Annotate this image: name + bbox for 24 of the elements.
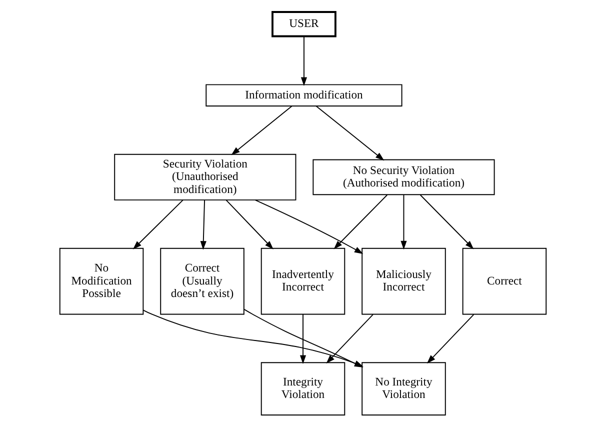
- arrow: [300, 36, 308, 86]
- node-box: Information modification: [206, 84, 402, 106]
- arrow: [200, 200, 206, 250]
- node-box: No Integrity Violation: [362, 362, 446, 416]
- node-box: Correct: [462, 248, 547, 315]
- arrow: [316, 106, 384, 161]
- node-box: Maliciously Incorrect: [362, 248, 446, 315]
- node-box: USER: [272, 11, 336, 38]
- arrow: [426, 314, 474, 364]
- arrow: [326, 314, 374, 364]
- arrow: [231, 106, 292, 156]
- arrow: [400, 194, 407, 250]
- node-box: Inadvertently Incorrect: [260, 248, 346, 315]
- arrow: [132, 200, 184, 250]
- node-box: Correct (Usually doesn’t exist): [160, 248, 244, 315]
- node-box: Integrity Violation: [260, 362, 346, 416]
- arrow: [254, 200, 364, 254]
- arrow: [420, 194, 474, 250]
- node-box: No Security Violation (Authorised modification): [312, 159, 495, 196]
- arrow: [226, 200, 274, 250]
- arrow: [300, 314, 306, 364]
- node-box: No Modification Possible: [59, 248, 144, 315]
- arrow: [334, 194, 388, 250]
- node-box: Security Violation (Unauthorised modification): [114, 154, 296, 200]
